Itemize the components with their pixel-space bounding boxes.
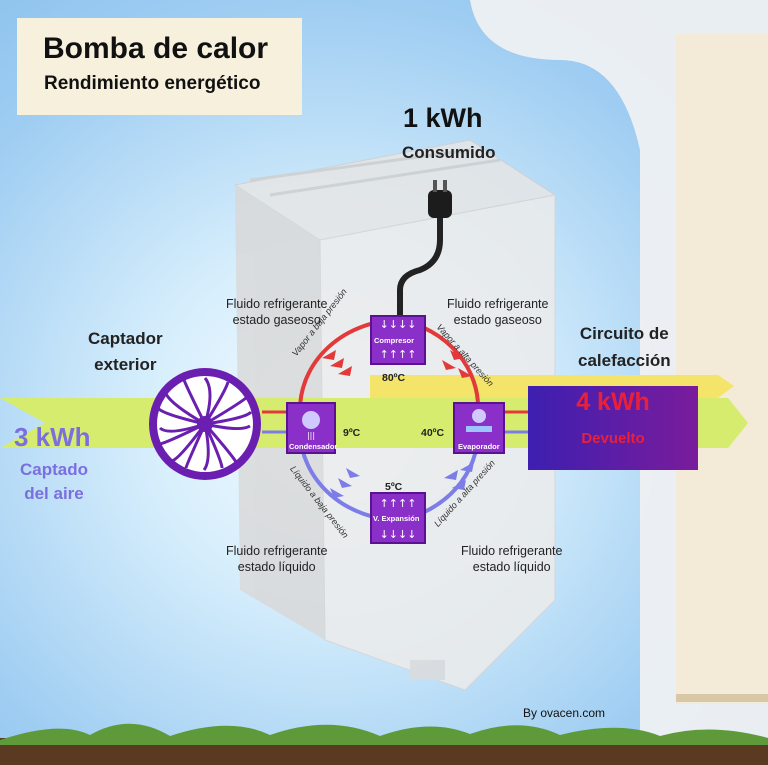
page-title: Bomba de calor: [43, 32, 269, 65]
condenser-box: |||: [286, 402, 336, 454]
power-cable: [397, 210, 443, 318]
outdoor-collector-label: Captador exterior: [88, 329, 163, 374]
svg-text:|||: |||: [307, 431, 315, 440]
temp-right: 40ºC: [421, 427, 445, 439]
temp-bottom: 5ºC: [385, 481, 403, 493]
evaporator-label: Evaporador: [458, 442, 500, 451]
title-box: [17, 18, 302, 115]
building-wall: [676, 34, 768, 704]
grass: [0, 723, 768, 745]
consumed-value: 1 kWh: [403, 103, 483, 133]
svg-text:↓↓↓↓: ↓↓↓↓: [380, 318, 417, 331]
expansion-valve-box: ↑↑↑↑ ↓↓↓↓: [370, 492, 426, 544]
expansion-valve-label: V. Expansión: [373, 514, 420, 523]
chevrons-cold: [330, 462, 474, 498]
returned-value: 4 kWh: [576, 388, 650, 416]
svg-text:↓↓↓↓: ↓↓↓↓: [380, 528, 417, 541]
fan-icon: [149, 368, 261, 480]
temp-left: 9ºC: [343, 427, 361, 439]
page-subtitle: Rendimiento energético: [44, 73, 261, 94]
captured-label: Captado del aire: [20, 460, 88, 503]
consumed-label: Consumido: [402, 143, 496, 162]
returned-label: Devuelto: [581, 430, 645, 447]
svg-text:↑↑↑↑: ↑↑↑↑: [380, 348, 417, 361]
svg-text:↑↑↑↑: ↑↑↑↑: [380, 497, 417, 510]
compressor-label: Compresor: [374, 336, 415, 345]
plug-icon: [428, 180, 452, 218]
evaporator-box: [453, 402, 505, 454]
captured-value: 3 kWh: [14, 422, 91, 452]
temp-top: 80ºC: [382, 372, 406, 384]
heating-circuit-label: Circuito de calefacción: [578, 324, 671, 370]
compressor-box: ↓↓↓↓ ↑↑↑↑: [370, 315, 426, 365]
credit: By ovacen.com: [523, 706, 606, 720]
condenser-label: Condensador: [289, 442, 338, 451]
chevrons-hot: [322, 350, 472, 378]
